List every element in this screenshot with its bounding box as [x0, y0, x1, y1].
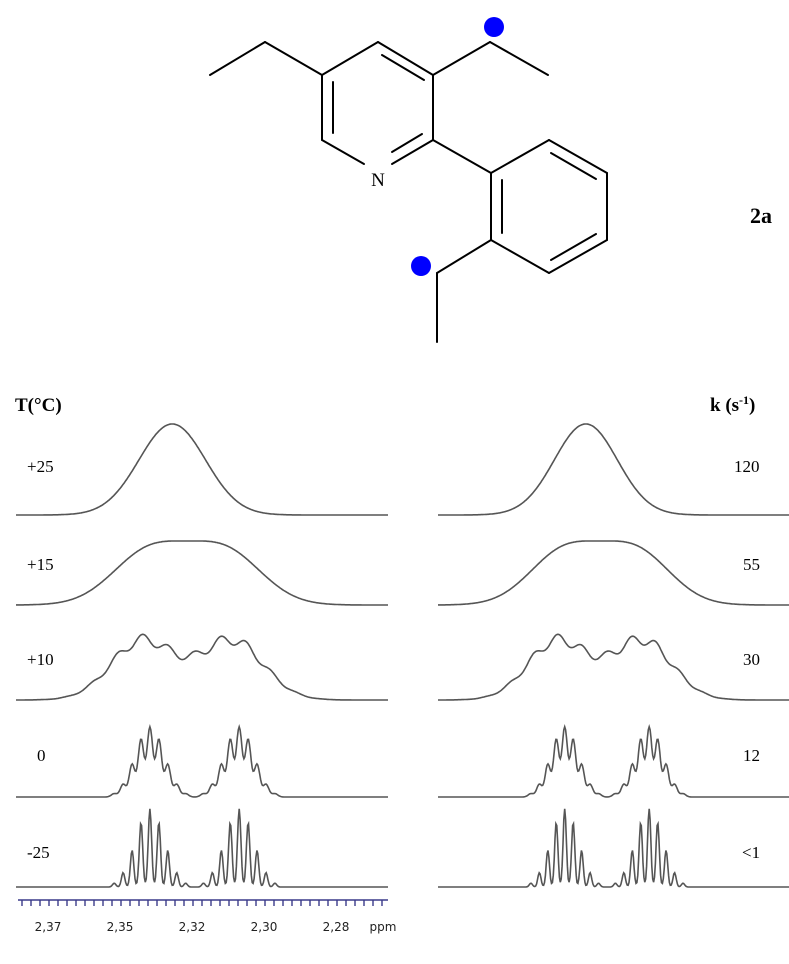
experimental-spectra [16, 423, 388, 888]
experimental-trace [16, 724, 388, 798]
rate-label: 30 [743, 650, 760, 669]
rate-label: 55 [743, 555, 760, 574]
temperature-label: -25 [27, 843, 50, 862]
simulated-trace [438, 540, 789, 606]
experimental-trace [16, 633, 388, 701]
simulated-trace [438, 808, 789, 888]
temperature-label: +15 [27, 555, 54, 574]
simulated-spectra [438, 423, 789, 888]
rate-header: k (s-1) [710, 393, 755, 416]
rate-label: 12 [743, 746, 760, 765]
axis-tick-label: 2,30 [251, 920, 278, 934]
nitrogen-atom-label: N [371, 170, 385, 191]
rate-label: 120 [734, 457, 760, 476]
ppm-axis [18, 899, 388, 906]
rate-label: <1 [742, 843, 760, 862]
experimental-trace [16, 423, 388, 516]
axis-tick-label: 2,32 [179, 920, 206, 934]
axis-tick-label: 2,37 [35, 920, 62, 934]
axis-tick-label: 2,35 [107, 920, 134, 934]
methylene-marker-upper [484, 17, 504, 37]
temperature-label: +10 [27, 650, 54, 669]
temperature-label: 0 [37, 746, 46, 765]
axis-unit: ppm [370, 920, 397, 934]
temperature-header: T(°C) [15, 395, 62, 416]
molecule-structure [209, 41, 608, 343]
experimental-trace [16, 540, 388, 606]
simulated-trace [438, 724, 789, 798]
temperature-label: +25 [27, 457, 54, 476]
simulated-trace [438, 633, 789, 701]
axis-tick-label: 2,28 [323, 920, 350, 934]
methylene-marker-lower [411, 256, 431, 276]
compound-label: 2a [750, 203, 772, 228]
experimental-trace [16, 808, 388, 888]
simulated-trace [438, 423, 789, 516]
